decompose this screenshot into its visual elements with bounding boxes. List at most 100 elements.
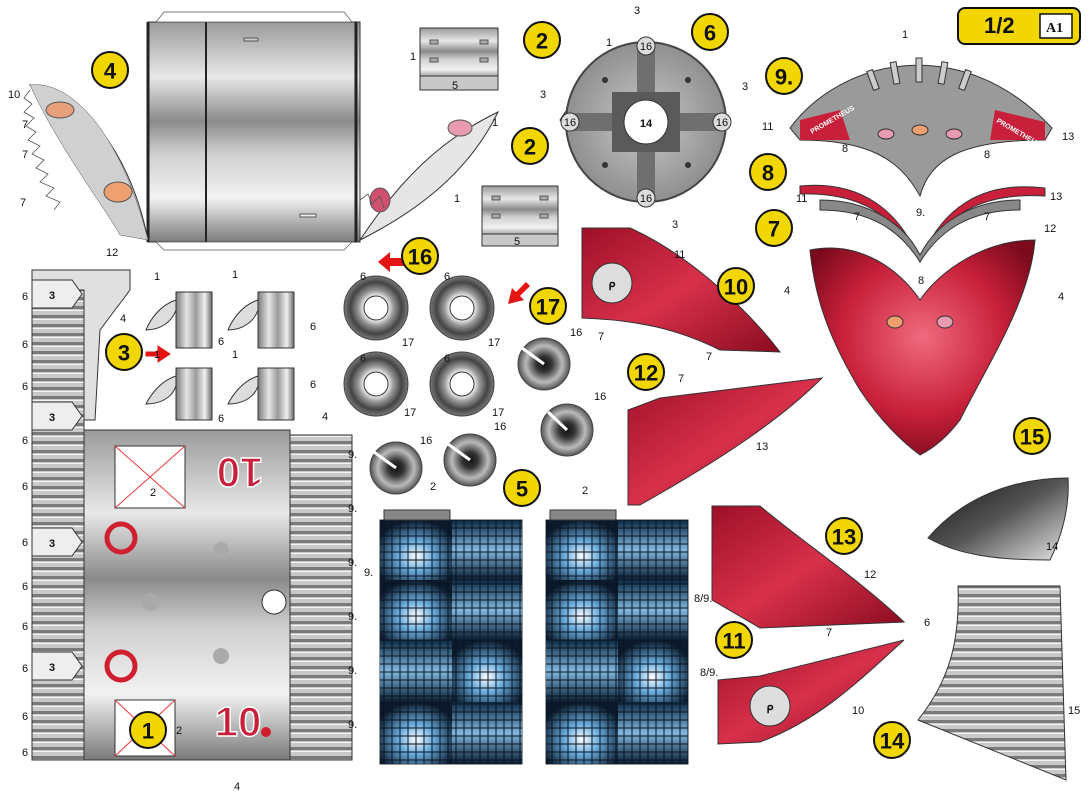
badge-14: 14 bbox=[873, 721, 911, 759]
svg-text:6: 6 bbox=[22, 291, 28, 303]
badge-9: 9. bbox=[765, 57, 803, 95]
svg-text:6: 6 bbox=[310, 321, 316, 333]
svg-text:7: 7 bbox=[22, 149, 28, 161]
side-tab-4: 3 bbox=[31, 651, 83, 681]
svg-text:16: 16 bbox=[494, 421, 506, 433]
badge-8: 8 bbox=[749, 153, 787, 191]
svg-text:14: 14 bbox=[880, 729, 905, 754]
cap-tab-left: 16 bbox=[564, 117, 576, 129]
svg-text:9.: 9. bbox=[364, 567, 373, 579]
badge-10: 10 bbox=[717, 267, 755, 305]
hull-number-top: 10 bbox=[217, 449, 264, 496]
svg-text:7: 7 bbox=[706, 351, 712, 363]
cap-tab-right: 16 bbox=[716, 117, 728, 129]
part-11-fin-lower: ᑭ bbox=[717, 639, 905, 745]
svg-text:2: 2 bbox=[150, 487, 156, 499]
svg-text:15: 15 bbox=[1020, 425, 1044, 450]
badge-5: 5 bbox=[503, 469, 541, 507]
svg-text:17: 17 bbox=[492, 407, 504, 419]
svg-text:16: 16 bbox=[570, 327, 582, 339]
svg-text:3: 3 bbox=[49, 290, 55, 302]
part-5-screens bbox=[379, 509, 689, 765]
svg-text:1: 1 bbox=[410, 51, 416, 63]
svg-text:17: 17 bbox=[402, 337, 414, 349]
svg-text:6: 6 bbox=[218, 336, 224, 348]
paper-size-icon bbox=[1039, 13, 1073, 39]
svg-text:9.: 9. bbox=[916, 207, 925, 219]
part-6-cap: 14 16 16 16 16 bbox=[559, 36, 732, 208]
badge-2b: 2 bbox=[511, 127, 549, 165]
svg-text:7: 7 bbox=[826, 627, 832, 639]
svg-text:17: 17 bbox=[404, 407, 416, 419]
svg-text:17: 17 bbox=[536, 295, 560, 320]
svg-text:14: 14 bbox=[1046, 541, 1058, 553]
svg-text:3: 3 bbox=[540, 89, 546, 101]
side-tab-3: 3 bbox=[31, 527, 83, 557]
side-tab-2: 3 bbox=[31, 401, 83, 431]
svg-text:9.: 9. bbox=[348, 665, 357, 677]
part-7-red-hull bbox=[809, 239, 1036, 456]
main-hull-panel: 10 10 bbox=[83, 429, 353, 761]
svg-text:13: 13 bbox=[1062, 131, 1074, 143]
svg-text:7: 7 bbox=[768, 217, 780, 242]
part-16-17-rings bbox=[343, 252, 530, 417]
badge-2a: 2 bbox=[523, 21, 561, 59]
side-tab-1: 3 bbox=[31, 279, 83, 309]
svg-text:5: 5 bbox=[516, 477, 528, 502]
svg-text:4: 4 bbox=[234, 781, 240, 793]
svg-text:1: 1 bbox=[232, 269, 238, 281]
svg-text:9.: 9. bbox=[348, 503, 357, 515]
svg-text:3: 3 bbox=[49, 412, 55, 424]
svg-text:2: 2 bbox=[176, 725, 182, 737]
part-15-shade bbox=[927, 477, 1069, 561]
fin-emblem-upper: ᑭ bbox=[609, 281, 616, 293]
svg-text:12: 12 bbox=[634, 361, 658, 386]
svg-text:10: 10 bbox=[724, 275, 748, 300]
svg-text:1: 1 bbox=[154, 271, 160, 283]
svg-text:6: 6 bbox=[22, 711, 28, 723]
svg-text:4: 4 bbox=[784, 285, 790, 297]
svg-text:7: 7 bbox=[22, 119, 28, 131]
svg-text:1: 1 bbox=[606, 37, 612, 49]
svg-text:6: 6 bbox=[22, 581, 28, 593]
svg-text:1: 1 bbox=[902, 29, 908, 41]
svg-text:4: 4 bbox=[104, 59, 117, 84]
svg-text:6: 6 bbox=[444, 271, 450, 283]
part-9-fan: PROMETHEUS PROMETHEUS bbox=[789, 57, 1053, 198]
svg-text:16: 16 bbox=[408, 245, 432, 270]
badge-7: 7 bbox=[755, 209, 793, 247]
svg-text:4: 4 bbox=[1058, 291, 1064, 303]
svg-text:6: 6 bbox=[22, 663, 28, 675]
svg-text:11: 11 bbox=[796, 193, 807, 205]
part-number-labels: 10 7 7 7 12 1 1 1 5 5 1 3 3 3 3 1 11 13 … bbox=[8, 5, 1080, 793]
badge-1: 1 bbox=[129, 711, 167, 749]
svg-text:13: 13 bbox=[1050, 191, 1062, 203]
part-13-fin-lower bbox=[711, 505, 906, 629]
svg-text:11: 11 bbox=[674, 249, 685, 261]
svg-text:7: 7 bbox=[20, 197, 26, 209]
svg-text:4: 4 bbox=[322, 411, 328, 423]
svg-text:10: 10 bbox=[852, 705, 864, 717]
svg-text:12: 12 bbox=[106, 247, 118, 259]
badge-6: 6 bbox=[691, 13, 729, 51]
part-8-band bbox=[799, 184, 1046, 264]
svg-text:12: 12 bbox=[1044, 223, 1056, 235]
svg-text:13: 13 bbox=[756, 441, 768, 453]
svg-text:12: 12 bbox=[864, 569, 876, 581]
svg-text:6: 6 bbox=[22, 435, 28, 447]
svg-text:3: 3 bbox=[49, 538, 55, 550]
svg-text:6: 6 bbox=[924, 617, 930, 629]
svg-text:7: 7 bbox=[598, 331, 604, 343]
badge-16: 16 bbox=[401, 237, 439, 275]
svg-text:3: 3 bbox=[742, 81, 748, 93]
svg-text:6: 6 bbox=[22, 621, 28, 633]
svg-text:11: 11 bbox=[762, 121, 773, 133]
badge-3: 3 bbox=[105, 333, 143, 371]
svg-text:9.: 9. bbox=[348, 557, 357, 569]
svg-text:3: 3 bbox=[118, 341, 130, 366]
fin-emblem-lower: ᑭ bbox=[767, 704, 774, 716]
svg-text:7: 7 bbox=[678, 373, 684, 385]
svg-text:3: 3 bbox=[672, 219, 678, 231]
sheet-header: 1/2 A1 bbox=[957, 7, 1081, 45]
